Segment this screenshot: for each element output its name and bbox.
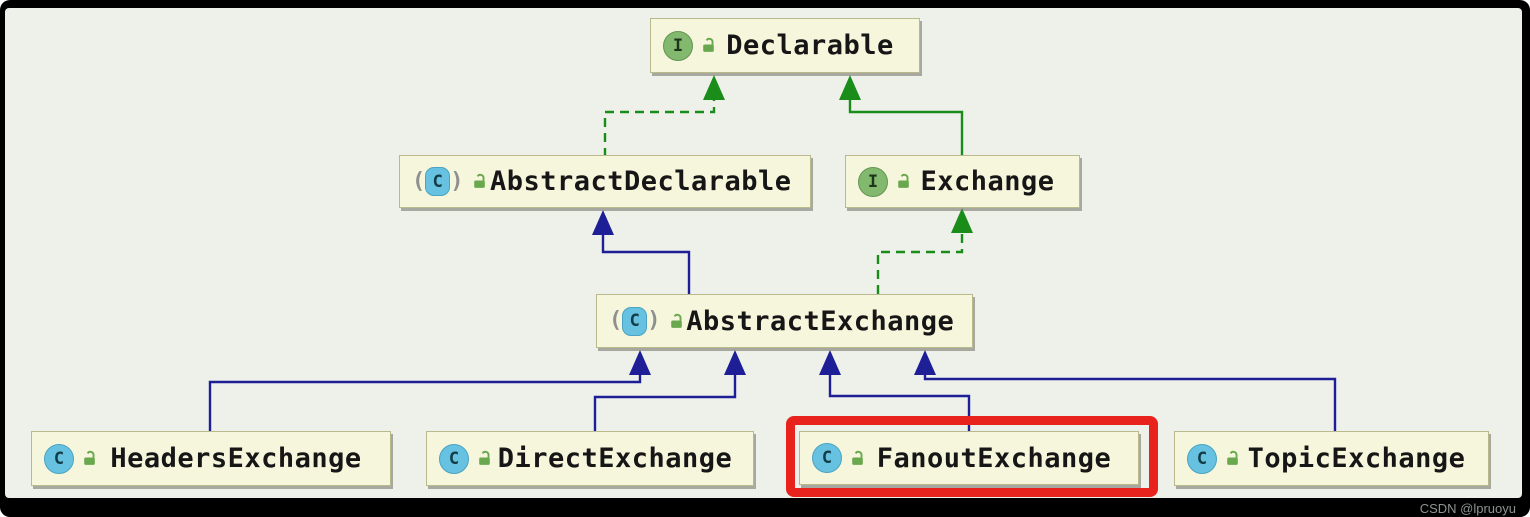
interface-icon: I: [663, 30, 693, 61]
open-lock-icon: [895, 173, 912, 190]
open-lock-icon: [849, 450, 866, 467]
class-name: Declarable: [726, 30, 894, 61]
class-node-headers-exchange[interactable]: C HeadersExchange: [31, 431, 391, 486]
class-name: DirectExchange: [497, 443, 733, 474]
class-node-exchange[interactable]: I Exchange: [845, 155, 1080, 208]
class-name: AbstractDeclarable: [489, 166, 792, 197]
class-node-abstract-declarable[interactable]: ( C ) AbstractDeclarable: [399, 155, 811, 208]
abstract-class-icon: ( C ): [609, 306, 661, 336]
class-node-abstract-exchange[interactable]: ( C ) AbstractExchange: [596, 294, 973, 348]
watermark: CSDN @lpruoyu: [1419, 501, 1516, 516]
open-lock-icon: [471, 173, 488, 190]
class-name: Exchange: [920, 166, 1055, 197]
class-name: TopicExchange: [1247, 443, 1466, 474]
class-name: HeadersExchange: [110, 443, 362, 474]
class-icon: C: [44, 443, 74, 474]
red-highlight-ring: [786, 416, 1158, 497]
class-node-topic-exchange[interactable]: C TopicExchange: [1174, 431, 1489, 486]
open-lock-icon: [668, 313, 685, 330]
open-lock-icon: [1224, 450, 1241, 467]
class-icon: C: [1187, 443, 1217, 474]
open-lock-icon: [81, 450, 98, 467]
class-node-declarable[interactable]: I Declarable: [650, 18, 920, 73]
abstract-class-icon: ( C ): [412, 167, 464, 196]
diagram-canvas: [5, 8, 1522, 498]
interface-icon: I: [858, 166, 888, 197]
class-name: AbstractExchange: [686, 305, 955, 337]
open-lock-icon: [476, 450, 493, 467]
class-icon: C: [439, 443, 469, 474]
open-lock-icon: [700, 37, 717, 54]
class-name: FanoutExchange: [876, 442, 1112, 474]
class-node-fanout-exchange[interactable]: C FanoutExchange: [799, 431, 1139, 485]
class-node-direct-exchange[interactable]: C DirectExchange: [426, 431, 754, 486]
class-icon: C: [812, 443, 842, 473]
